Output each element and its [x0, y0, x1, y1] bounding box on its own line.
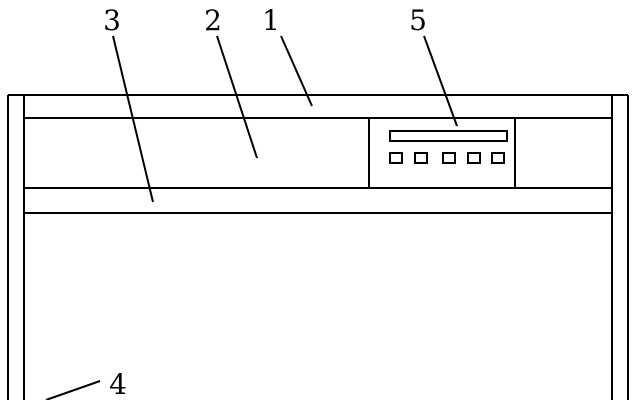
control-panel: [368, 117, 516, 189]
leader-line-2: [216, 35, 258, 159]
leader-line-1: [280, 35, 313, 107]
leader-line-3: [112, 35, 154, 203]
machine-frame: [7, 94, 629, 400]
callout-number-2: 2: [204, 4, 222, 37]
control-panel-housing: [368, 117, 516, 189]
callout-number-4: 4: [109, 368, 127, 400]
leader-lines: [45, 35, 458, 400]
control-button: [491, 152, 505, 164]
control-buttons: [389, 152, 505, 164]
callout-number-1: 1: [262, 4, 280, 37]
callout-number-3: 3: [103, 4, 121, 37]
control-button: [467, 152, 481, 164]
leader-line-4: [45, 380, 101, 400]
leader-line-5: [423, 35, 458, 127]
display-screen: [389, 130, 508, 142]
control-button: [389, 152, 403, 164]
callout-number-5: 5: [409, 4, 427, 37]
control-button: [414, 152, 428, 164]
callout-numbers: 1 2 3 4 5: [103, 4, 427, 400]
control-button: [442, 152, 456, 164]
